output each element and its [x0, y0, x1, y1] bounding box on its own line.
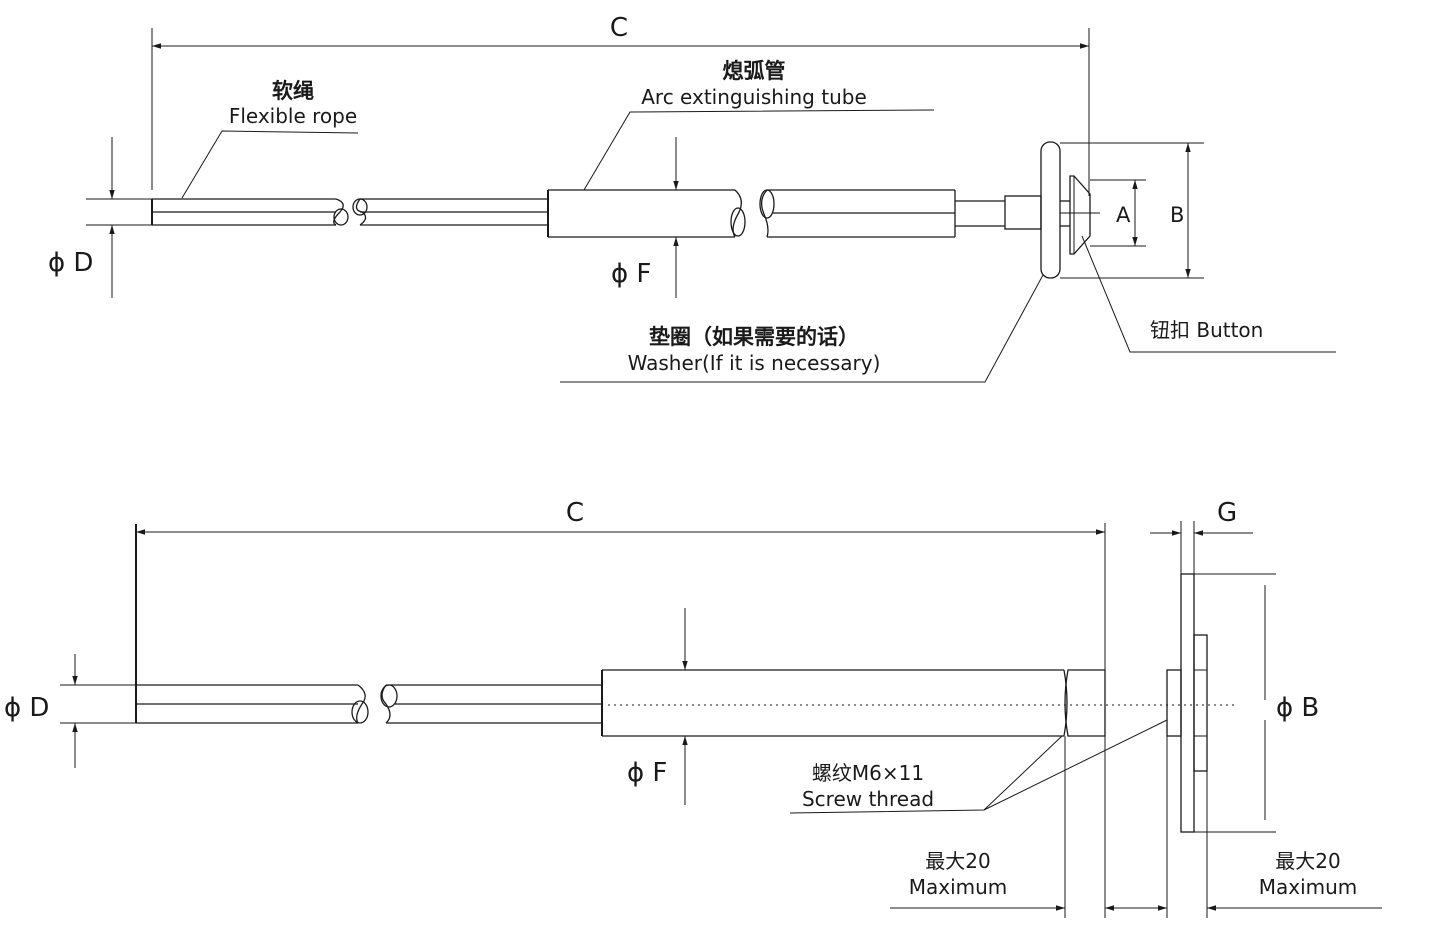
top-dim-b: B	[1060, 142, 1204, 279]
top-view: C ϕ D	[48, 13, 1336, 383]
bottom-dim-g: G	[1150, 498, 1253, 574]
screw-en-label: Screw thread	[802, 787, 934, 811]
bottom-dim-phi-d: ϕ D	[4, 654, 136, 768]
bottom-max-dims: 最大20 Maximum 最大20 Maximum	[890, 736, 1382, 918]
bottom-flexible-rope	[136, 684, 602, 724]
top-washer-callout: 垫圈（如果需要的话） Washer(If it is necessary)	[560, 274, 1044, 383]
top-flexible-rope-callout: 软绳 Flexible rope	[181, 79, 359, 199]
washer-cn-label: 垫圈（如果需要的话）	[649, 325, 859, 349]
top-button-callout: 钮扣 Button	[1081, 235, 1336, 353]
flexible-rope-cn-label: 软绳	[272, 79, 314, 103]
top-dim-c: C	[151, 13, 1090, 196]
bottom-view: C ϕ D	[4, 498, 1382, 918]
top-dim-phi-d: ϕ D	[48, 137, 152, 298]
max-right-cn-label: 最大20	[1275, 849, 1340, 873]
bottom-dim-phi-d-label: ϕ D	[4, 693, 49, 723]
screw-cn-label: 螺纹M6×11	[812, 761, 924, 785]
bottom-dim-c-label: C	[566, 498, 584, 528]
top-dim-a: A	[1090, 179, 1146, 247]
bottom-dim-phi-f-label: ϕ F	[627, 758, 667, 788]
button-label: 钮扣 Button	[1150, 318, 1263, 342]
top-washer	[1040, 141, 1061, 279]
bottom-arc-tube	[601, 669, 1238, 737]
bottom-dim-phi-b: ϕ B	[1194, 573, 1319, 833]
top-arc-tube	[547, 189, 956, 238]
top-flexible-rope	[151, 198, 548, 226]
top-dim-phi-f-label: ϕ F	[611, 259, 651, 289]
bottom-dim-phi-f: ϕ F	[627, 608, 688, 805]
top-shaft	[955, 195, 1100, 230]
flexible-rope-en-label: Flexible rope	[229, 104, 357, 128]
arc-tube-cn-label: 熄弧管	[723, 59, 786, 83]
top-dim-phi-d-label: ϕ D	[48, 248, 93, 278]
max-left-en-label: Maximum	[909, 875, 1008, 899]
bottom-screw-callout: 螺纹M6×11 Screw thread	[789, 719, 1168, 814]
max-right-en-label: Maximum	[1259, 875, 1358, 899]
bottom-button	[1180, 573, 1208, 833]
bottom-dim-g-label: G	[1217, 498, 1237, 528]
top-dim-phi-f: ϕ F	[611, 137, 679, 298]
top-dim-a-label: A	[1116, 203, 1131, 227]
bottom-washer	[1166, 669, 1182, 737]
top-button	[1069, 175, 1091, 255]
bottom-dim-phi-b-label: ϕ B	[1276, 693, 1319, 723]
top-arc-tube-callout: 熄弧管 Arc extinguishing tube	[583, 59, 935, 191]
top-dim-c-label: C	[610, 13, 628, 43]
arc-tube-en-label: Arc extinguishing tube	[641, 85, 867, 109]
washer-en-label: Washer(If it is necessary)	[628, 351, 881, 375]
top-dim-b-label: B	[1170, 203, 1184, 227]
max-left-cn-label: 最大20	[925, 849, 990, 873]
